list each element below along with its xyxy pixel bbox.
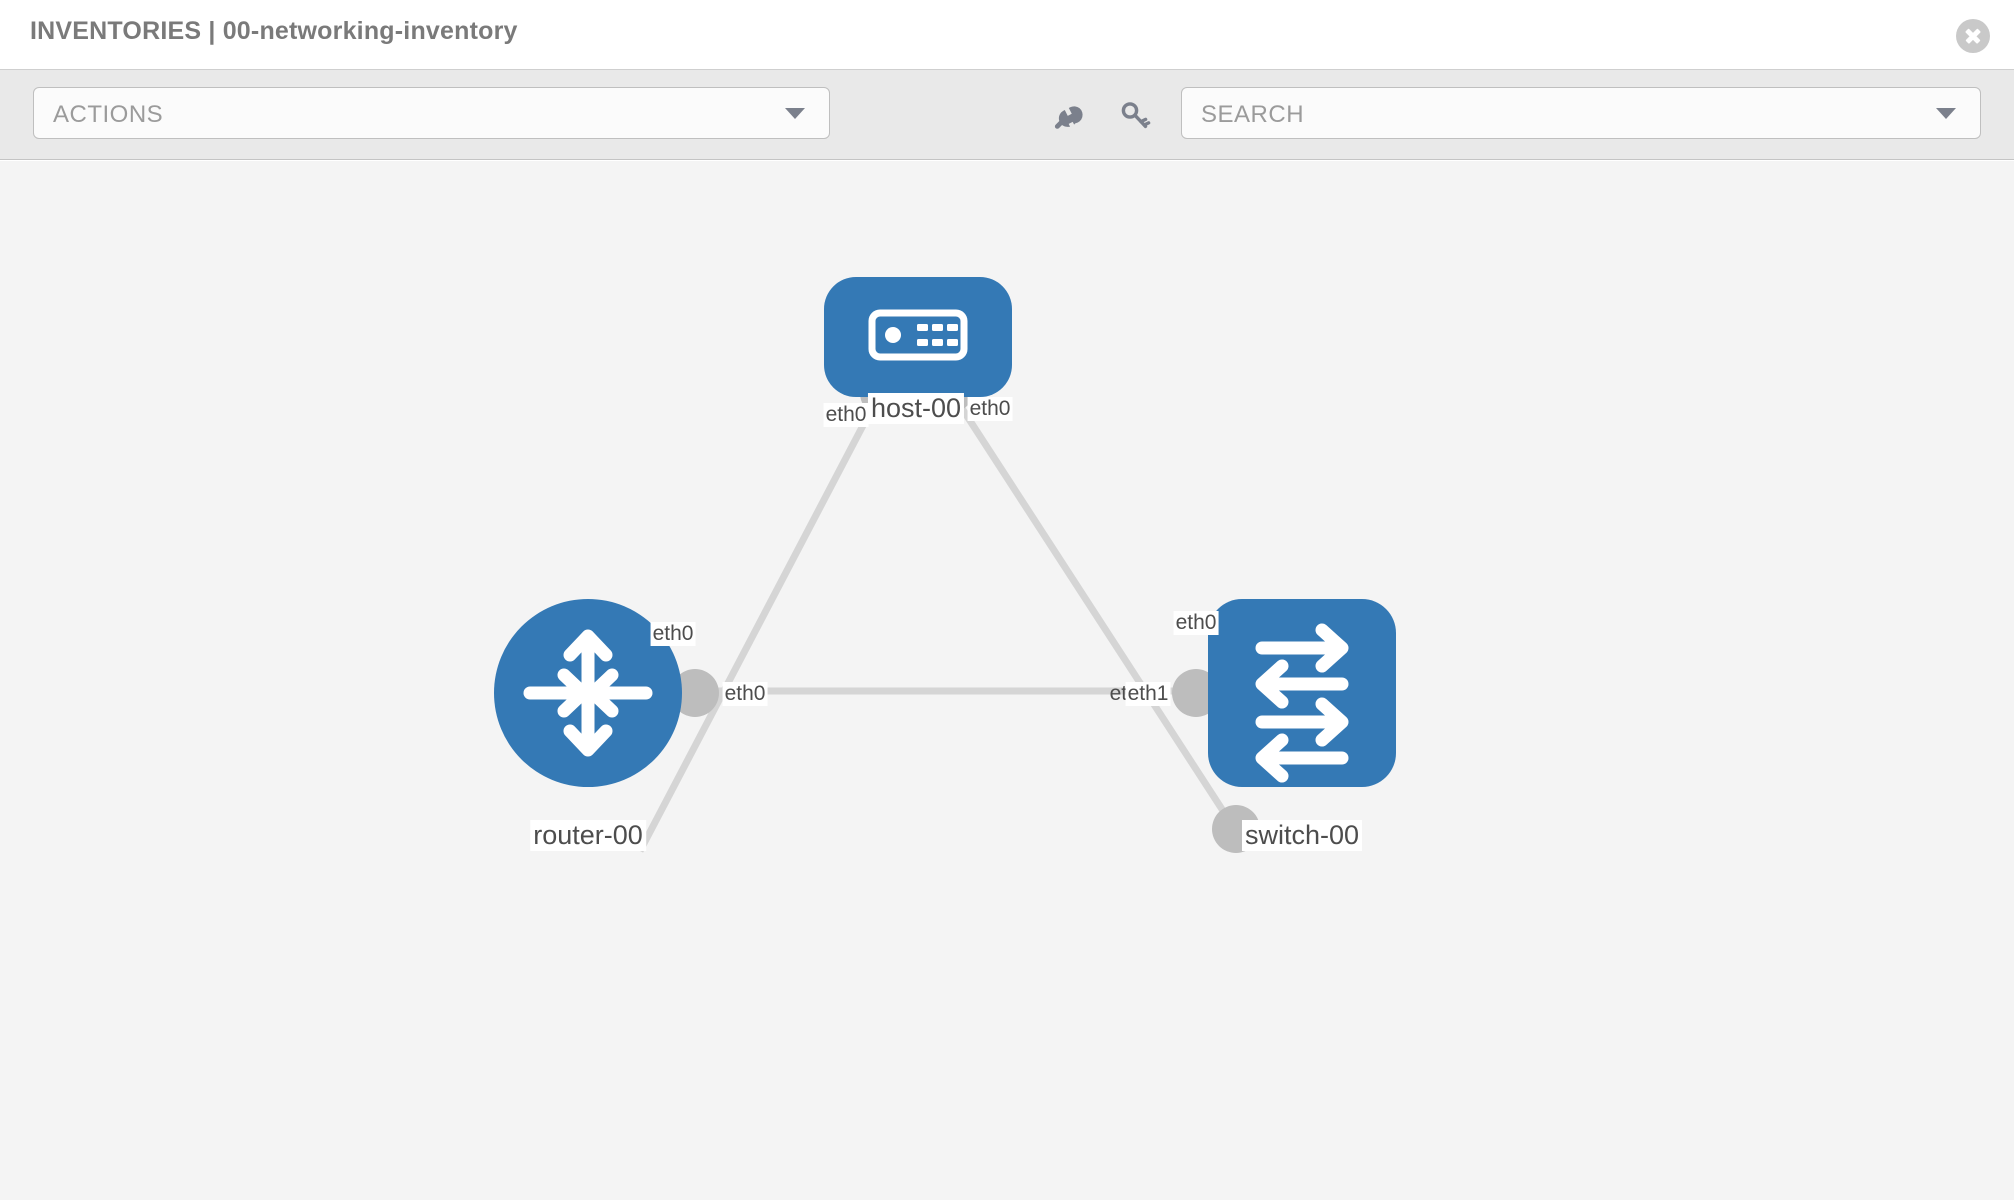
search-input[interactable]: SEARCH xyxy=(1181,87,1981,139)
actions-dropdown-label: ACTIONS xyxy=(53,101,164,128)
iface-label-switch-up: eth0 xyxy=(1173,611,1219,635)
close-icon[interactable] xyxy=(1956,19,1990,53)
server-appliance-icon xyxy=(868,309,968,361)
search-placeholder: SEARCH xyxy=(1201,101,1305,128)
connector-endpoints xyxy=(671,365,1260,853)
router-arrows-icon xyxy=(523,629,653,757)
iface-label-host-right: eth0 xyxy=(967,397,1013,421)
iface-label-router-right: eth0 xyxy=(722,682,768,706)
page-title: INVENTORIES | 00-networking-inventory xyxy=(30,17,518,45)
switch-arrows-icon xyxy=(1255,623,1349,783)
iface-label-router-up: eth0 xyxy=(650,622,696,646)
chevron-down-icon xyxy=(785,108,805,119)
chevron-down-icon[interactable] xyxy=(1936,108,1956,119)
node-router-00[interactable] xyxy=(494,599,682,787)
iface-label-switch-left-eth1: eth1 xyxy=(1125,682,1171,706)
wrench-icon[interactable] xyxy=(1046,96,1086,136)
page-header: INVENTORIES | 00-networking-inventory xyxy=(0,0,2014,70)
node-label-switch-00: switch-00 xyxy=(1241,820,1363,851)
topology-graph xyxy=(494,277,1396,853)
node-host-00[interactable] xyxy=(824,277,1012,397)
node-switch-00[interactable] xyxy=(1208,599,1396,787)
node-label-host-00: host-00 xyxy=(867,393,965,424)
topology-canvas[interactable]: host-00 router-00 switch-00 eth0 eth0 et… xyxy=(0,161,2014,1200)
link-host-router xyxy=(636,391,884,853)
key-icon[interactable] xyxy=(1114,96,1154,136)
actions-dropdown[interactable]: ACTIONS xyxy=(33,87,830,139)
node-label-router-00: router-00 xyxy=(530,820,646,851)
toolbar: ACTIONS SEARCH xyxy=(0,70,2014,160)
iface-label-host-left: eth0 xyxy=(823,403,869,427)
connector-router-right xyxy=(671,669,719,717)
link-host-switch xyxy=(949,391,1243,839)
